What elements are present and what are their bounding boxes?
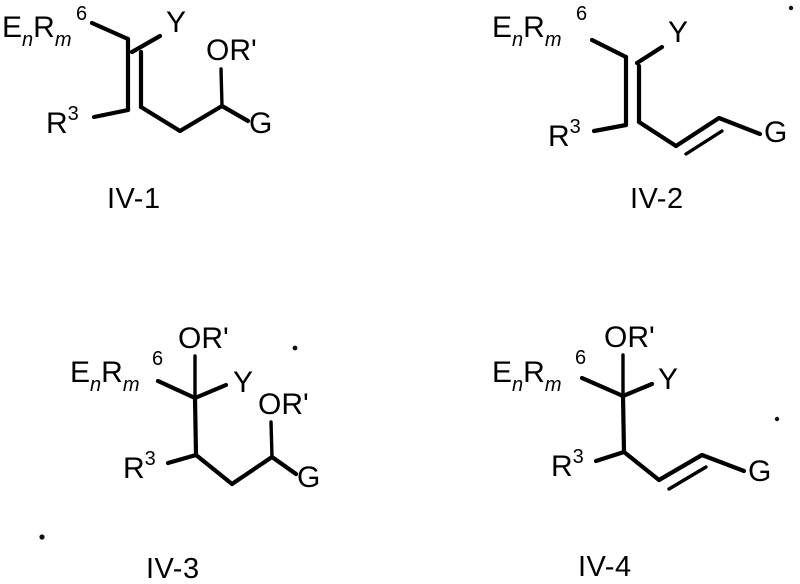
label-y-iv3: Y bbox=[233, 366, 253, 399]
label-or-prime-right-iv3: OR' bbox=[258, 388, 309, 421]
bond-y-to-c-iv1 bbox=[129, 33, 163, 55]
label-enrm-iv3: EnRm bbox=[70, 356, 139, 396]
structure-iv-2: EnRm 6 Y R3 G IV-2 bbox=[492, 3, 787, 215]
bond-enrm-to-c-iv4 bbox=[579, 375, 626, 399]
label-g-iv1: G bbox=[249, 107, 272, 140]
label-position-6-iv1: 6 bbox=[76, 3, 87, 25]
bond-ch-to-ch2-iv4 bbox=[621, 449, 662, 483]
label-r3-iv4: R3 bbox=[551, 446, 584, 483]
label-or-prime-iv1: OR' bbox=[206, 34, 257, 67]
label-r3-iv2: R3 bbox=[548, 116, 581, 153]
label-position-6-iv2: 6 bbox=[576, 3, 587, 25]
bond-y-to-c-iv3 bbox=[192, 382, 229, 401]
bond-enrm-to-c-iv1 bbox=[89, 20, 131, 42]
label-y-iv2: Y bbox=[668, 16, 688, 49]
structure-iv-3: EnRm 6 OR' Y R3 OR' G IV-3 bbox=[70, 322, 320, 584]
caption-iv-1: IV-1 bbox=[107, 183, 161, 215]
scan-speck bbox=[774, 416, 780, 422]
label-r3-iv1: R3 bbox=[46, 103, 79, 140]
label-or-prime-top-iv4: OR' bbox=[604, 321, 655, 354]
bond-enrm-to-c-iv3 bbox=[155, 378, 198, 401]
scan-speck bbox=[292, 345, 298, 351]
bond-r3-to-c-iv2 bbox=[591, 122, 629, 134]
label-g-iv3: G bbox=[297, 461, 320, 494]
bond-ch-to-g-iv2 bbox=[716, 115, 763, 137]
bond-double-inner-terminal-iv2 bbox=[684, 129, 724, 156]
label-enrm-iv1: EnRm bbox=[2, 11, 71, 51]
bond-chor-to-or-iv3 bbox=[269, 420, 274, 459]
label-enrm-iv4: EnRm bbox=[492, 356, 561, 396]
label-or-prime-top-iv3: OR' bbox=[178, 322, 229, 355]
bond-ch-to-g-iv1 bbox=[219, 103, 251, 124]
label-r3-iv3: R3 bbox=[123, 448, 156, 485]
bond-ch2-to-ch-iv2 bbox=[673, 115, 722, 149]
label-position-6-iv4: 6 bbox=[575, 347, 586, 369]
caption-iv-2: IV-2 bbox=[630, 183, 684, 215]
bond-double-inner-terminal-iv4 bbox=[667, 465, 708, 491]
bond-c-to-ch-iv4 bbox=[620, 393, 627, 455]
bond-ch2-to-ch-iv1 bbox=[177, 103, 225, 134]
bond-y-to-c-iv4 bbox=[620, 381, 655, 399]
label-g-iv2: G bbox=[764, 116, 787, 149]
structure-iv-4: EnRm 6 OR' Y R3 G IV-4 bbox=[492, 321, 771, 583]
bond-y-to-c-iv2 bbox=[634, 44, 665, 66]
caption-iv-3: IV-3 bbox=[146, 553, 200, 584]
scan-speck bbox=[788, 5, 794, 11]
bond-c-to-ch2-iv2 bbox=[636, 119, 679, 149]
structure-iv-1: EnRm 6 Y R3 OR' G IV-1 bbox=[2, 3, 272, 215]
scan-speck bbox=[39, 534, 45, 540]
label-y-iv1: Y bbox=[166, 6, 186, 39]
bond-ch2-to-chor-iv3 bbox=[229, 454, 275, 487]
bond-enrm-to-c-iv2 bbox=[589, 37, 629, 60]
caption-iv-4: IV-4 bbox=[578, 551, 632, 583]
bond-r3-to-ch-iv3 bbox=[165, 452, 199, 466]
bond-c-to-ch2-iv1 bbox=[138, 104, 183, 134]
label-position-6-iv3: 6 bbox=[152, 348, 163, 370]
bond-ch2-to-ch-iv4 bbox=[656, 452, 705, 483]
bond-ch-to-g-iv4 bbox=[699, 452, 747, 474]
bond-chor-to-g-iv3 bbox=[269, 454, 299, 477]
bond-ch-to-ch2-iv3 bbox=[193, 452, 235, 487]
bond-c-to-ch-iv3 bbox=[192, 395, 199, 458]
bond-r3-to-ch-iv4 bbox=[593, 449, 627, 464]
bond-ch-to-or-iv1 bbox=[219, 67, 224, 108]
bond-r3-to-c-iv1 bbox=[91, 107, 131, 120]
label-y-iv4: Y bbox=[658, 363, 678, 396]
label-enrm-iv2: EnRm bbox=[492, 11, 561, 51]
label-g-iv4: G bbox=[748, 455, 771, 488]
